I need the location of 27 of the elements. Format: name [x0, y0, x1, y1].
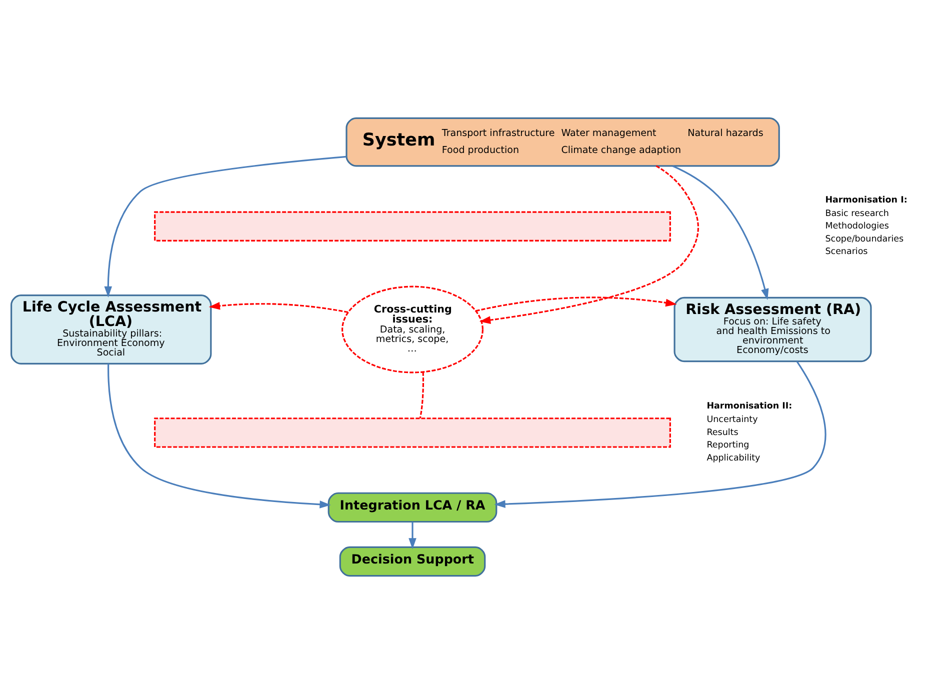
node-label: Harmonisation II:: [706, 401, 792, 412]
arrow: [208, 301, 348, 313]
node-ellipse: Cross-cutting issues: Data, scaling, metrics, scope, …: [342, 285, 484, 373]
connector: [419, 371, 424, 418]
node-box: System Transport infrastructure Water management Natural hazards Food production Climate change adaption: [346, 116, 780, 166]
arrow: [479, 164, 699, 324]
node-label: Basic research: [825, 208, 889, 218]
node-label: Uncertainty: [706, 414, 758, 425]
node-label: Scope/boundaries: [825, 234, 904, 244]
node-label: Reporting: [706, 440, 750, 450]
node-band: [154, 417, 671, 448]
node-box: Life Cycle Assessment (LCA) Sustainability pillars: Environment Economy Social: [10, 294, 212, 364]
node-label: Results: [706, 427, 738, 438]
node-box: Integration LCA / RA: [328, 492, 498, 522]
node-box: Risk Assessment (RA) Focus on: Life safety and health Emissions to environment Economy/costs: [674, 296, 872, 362]
arrow: [672, 164, 769, 300]
arrow: [494, 360, 826, 508]
arrow: [108, 363, 331, 508]
node-label: Applicability: [706, 452, 760, 463]
arrow: [104, 155, 346, 298]
node-box: Decision Support: [339, 546, 486, 576]
arrow: [476, 296, 677, 312]
node-label: Harmonisation I:: [825, 194, 908, 205]
arrow: [408, 522, 416, 549]
node-label: Scenarios: [825, 246, 868, 257]
node-band: [154, 210, 671, 241]
node-label: Methodologies: [825, 221, 890, 232]
